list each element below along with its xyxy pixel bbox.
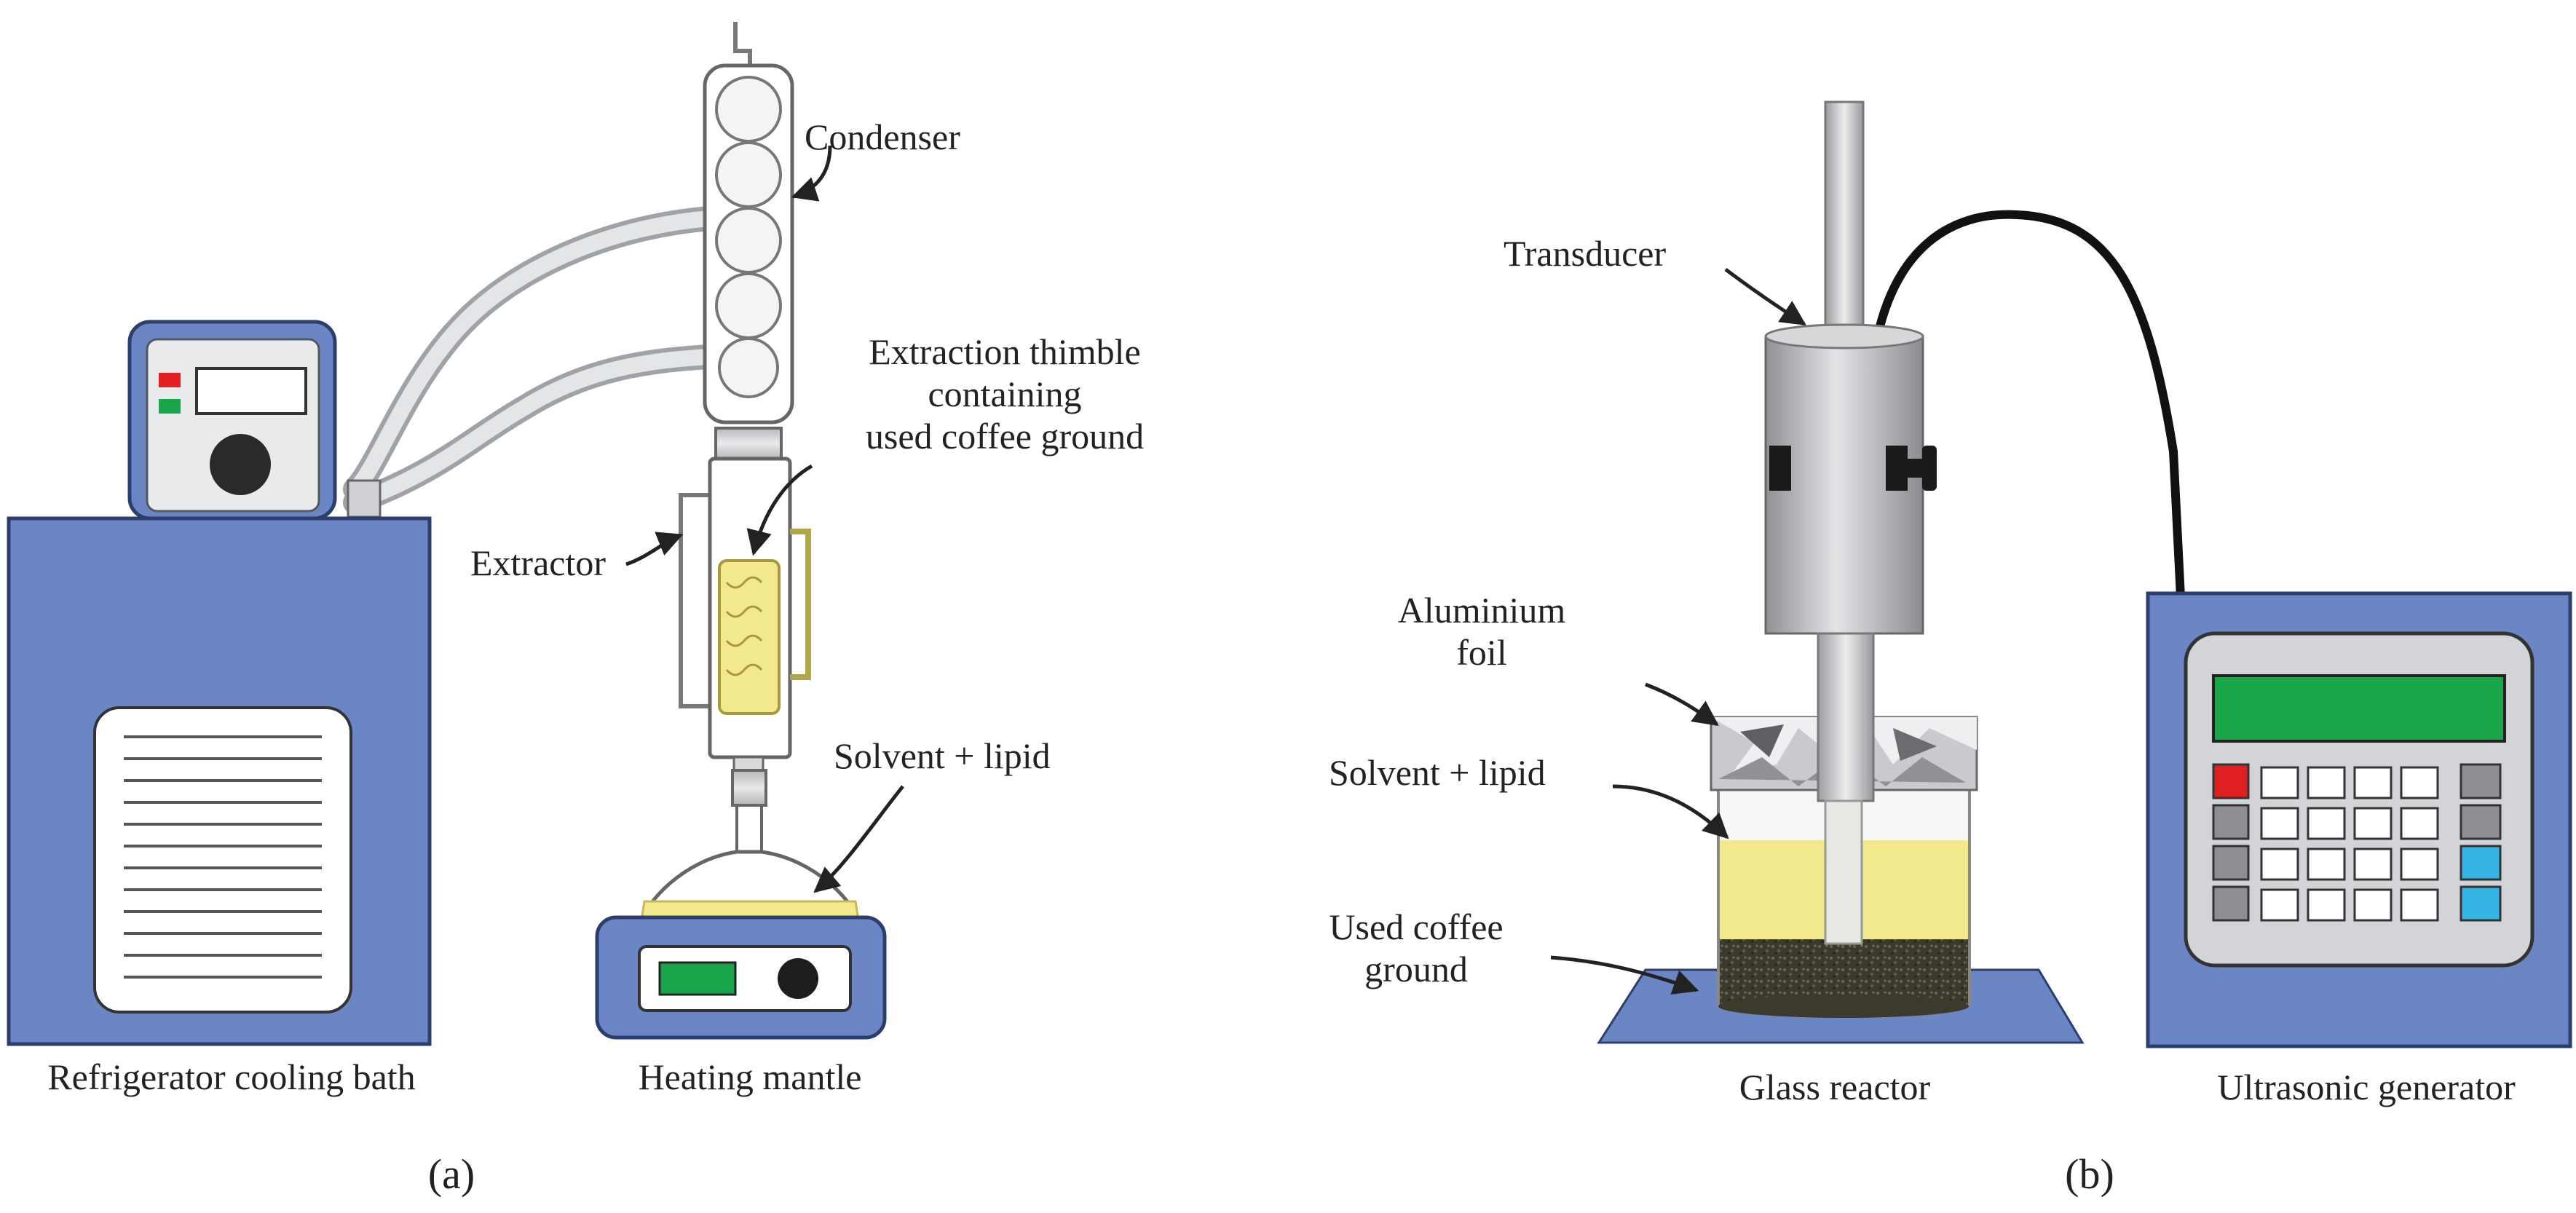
label-coffee-line2: ground <box>1364 949 1468 989</box>
transducer <box>1764 100 1937 945</box>
generator-keypad <box>2212 763 2502 922</box>
label-aluminium-line2: foil <box>1456 632 1506 673</box>
condenser <box>703 22 794 460</box>
label-refrigerator-cooling-bath: Refrigerator cooling bath <box>47 1056 415 1097</box>
caption-panel-b: (b) <box>2065 1150 2114 1198</box>
refrigerator-cooling-bath <box>7 320 432 1046</box>
coolant-tubes <box>343 206 722 515</box>
indicator-green-light <box>159 399 181 414</box>
mantle-knob <box>778 958 818 999</box>
bath-vent-panel <box>93 706 352 1014</box>
generator-display <box>2212 674 2506 743</box>
label-glass-reactor: Glass reactor <box>1739 1067 1931 1107</box>
bath-display <box>195 367 307 415</box>
heating-mantle <box>595 915 887 1040</box>
panel-b: Transducer Aluminium foil Solvent + lipi… <box>1329 100 2572 1198</box>
label-extractor: Extractor <box>470 542 606 583</box>
ultrasonic-generator <box>2146 591 2572 1048</box>
label-condenser: Condenser <box>805 116 960 157</box>
transducer-cable <box>1870 210 2185 601</box>
ultrasonic-probe <box>1817 632 1875 802</box>
vent-grille-lines <box>124 735 322 979</box>
label-aluminium-line1: Aluminium <box>1398 590 1566 631</box>
soxhlet-extractor <box>679 457 811 858</box>
label-heating-mantle: Heating mantle <box>639 1056 862 1097</box>
label-thimble-line2: containing <box>928 374 1081 414</box>
panel-a-arrows <box>625 145 904 893</box>
label-thimble-line3: used coffee ground <box>866 416 1144 457</box>
round-bottom-flask <box>639 850 861 927</box>
indicator-red-light <box>159 373 181 387</box>
mantle-display <box>658 961 737 996</box>
label-thimble-line1: Extraction thimble <box>869 331 1141 372</box>
panel-b-arrows <box>1550 267 1806 995</box>
bath-control-knob <box>210 434 271 495</box>
label-coffee-line1: Used coffee <box>1329 906 1503 947</box>
panel-a: Condenser Extraction thimble containing … <box>7 22 1144 1198</box>
label-ultrasonic-generator: Ultrasonic generator <box>2217 1067 2516 1107</box>
caption-panel-a: (a) <box>428 1150 475 1198</box>
label-solvent-lipid-a: Solvent + lipid <box>834 735 1051 776</box>
label-transducer: Transducer <box>1504 233 1666 274</box>
label-solvent-lipid-b: Solvent + lipid <box>1329 752 1546 793</box>
